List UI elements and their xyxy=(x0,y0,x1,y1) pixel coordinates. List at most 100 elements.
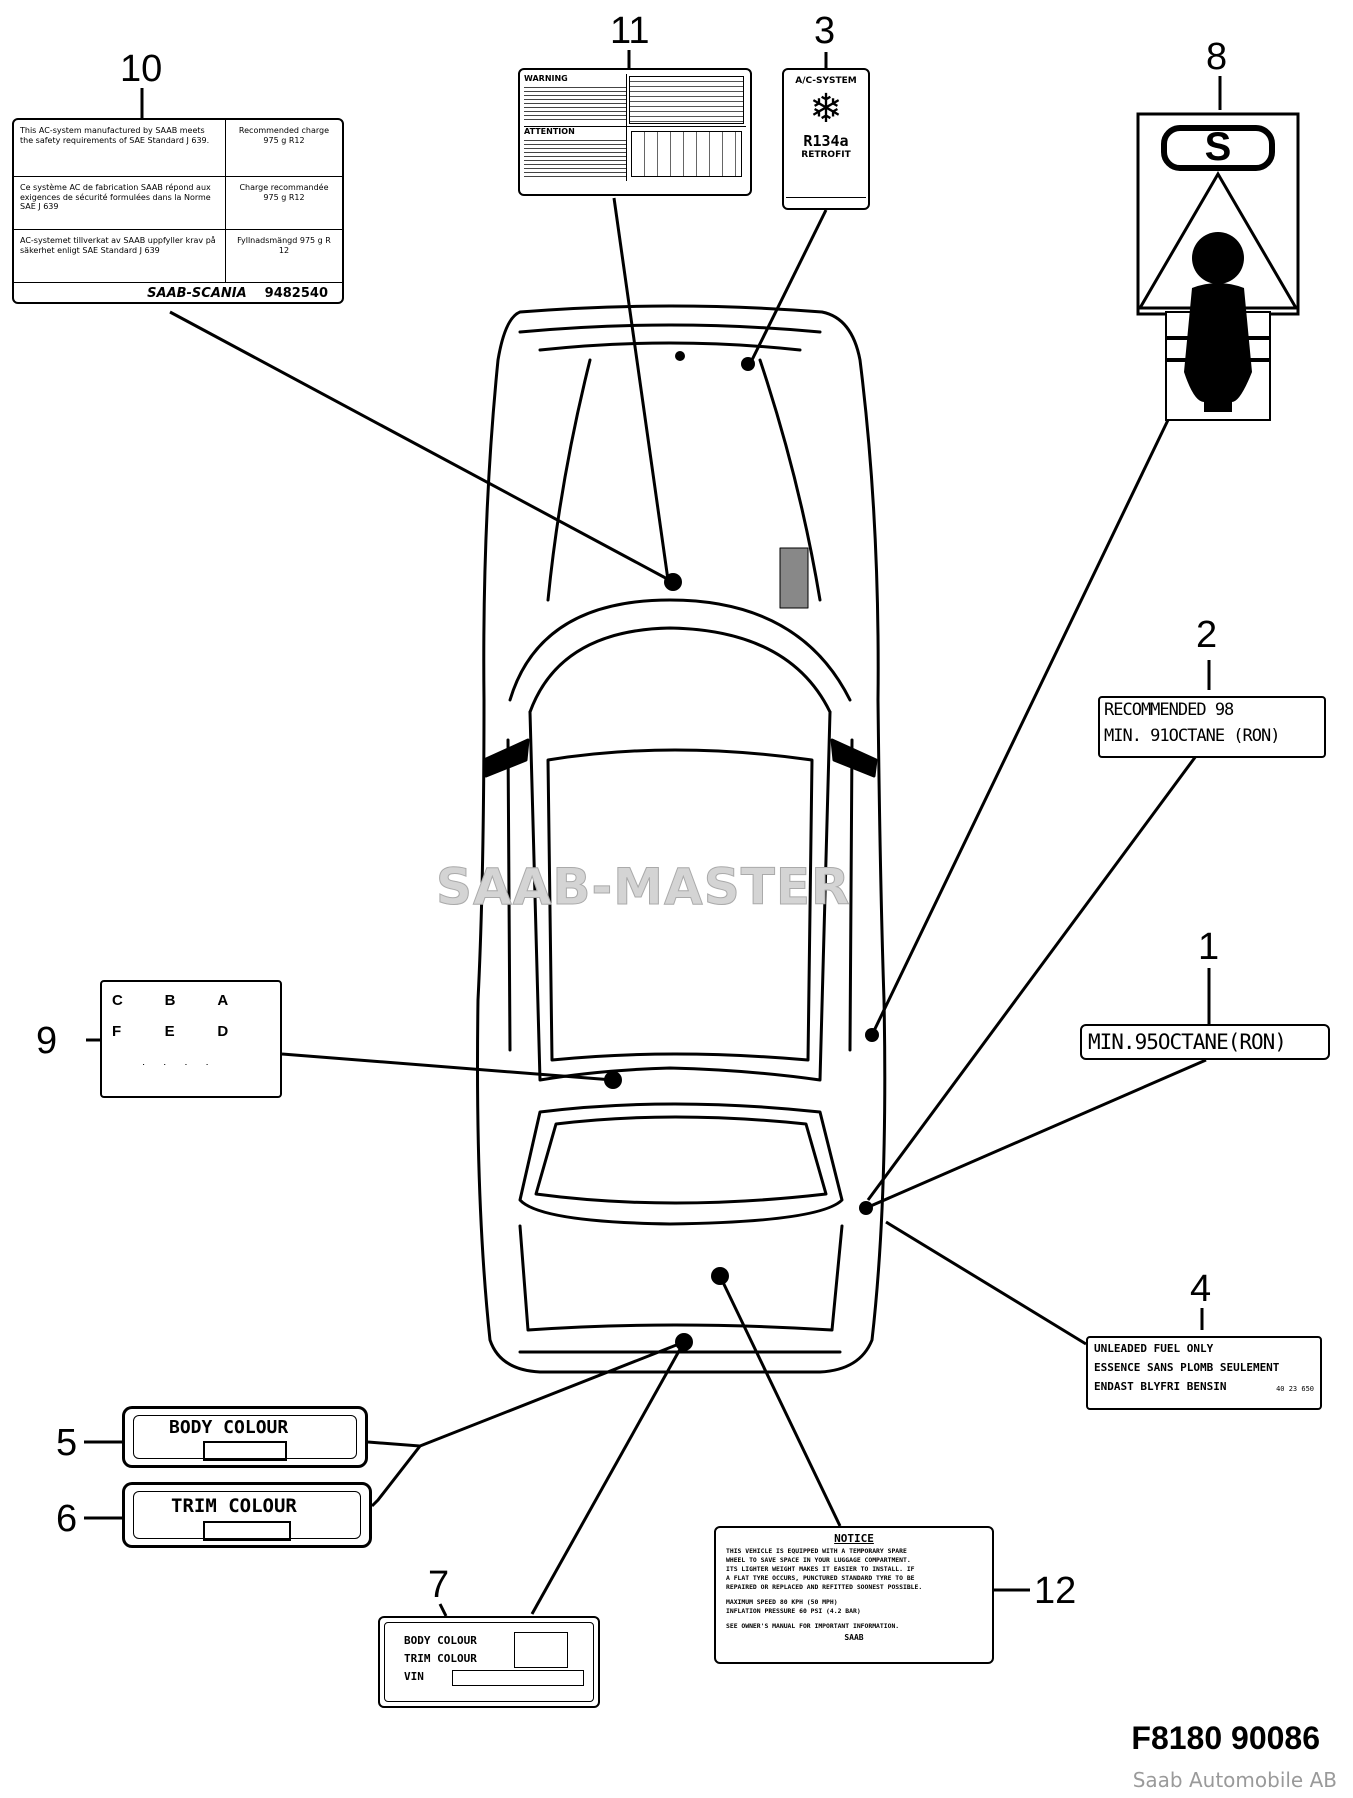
label-4-unleaded-fuel: UNLEADED FUEL ONLY ESSENCE SANS PLOMB SE… xyxy=(1086,1336,1322,1410)
label-3-sub: RETROFIT xyxy=(801,150,851,160)
snowflake-icon: ❄ xyxy=(809,87,843,131)
label-3-title: A/C-SYSTEM xyxy=(795,76,857,86)
figure-code: F8180 90086 xyxy=(1131,1720,1320,1756)
label-11-warning-text xyxy=(524,83,627,120)
label-2-fuel-recommendation: RECOMMENDED 98 MIN. 91OCTANE (RON) xyxy=(1098,696,1326,758)
label-12-line-6: MAXIMUM SPEED 80 KPH (50 MPH) xyxy=(726,1598,838,1606)
watermark: SAAB-MASTER xyxy=(436,858,851,917)
label-9-code-e: E xyxy=(164,1023,175,1040)
leader-11 xyxy=(612,197,670,581)
label-4-part-number: 40 23 650 xyxy=(1276,1385,1314,1393)
label-12-line-2: WHEEL TO SAVE SPACE IN YOUR LUGGAGE COMP… xyxy=(726,1556,911,1564)
label-3-refrigerant: R134a xyxy=(803,132,849,150)
callout-7: 7 xyxy=(428,1564,450,1606)
label-10-row1-right: Recommended charge 975 g R12 xyxy=(238,126,330,145)
label-8-logo: S xyxy=(1205,125,1232,169)
label-12-brand: SAAB xyxy=(844,1633,864,1642)
callout-6: 6 xyxy=(56,1498,78,1540)
label-7-body-colour: BODY COLOUR xyxy=(404,1634,477,1647)
label-10-part-number: 9482540 xyxy=(264,286,328,301)
label-10-ac-system-plate: This AC-system manufactured by SAAB meet… xyxy=(12,118,344,304)
callout-5: 5 xyxy=(56,1422,78,1464)
callout-2: 2 xyxy=(1196,614,1218,656)
label-9-code-d: D xyxy=(217,1023,229,1040)
label-3-ac-retrofit: A/C-SYSTEM ❄ R134a RETROFIT xyxy=(782,68,870,210)
leader-4 xyxy=(885,1220,1087,1346)
label-6-trim-colour: TRIM COLOUR xyxy=(122,1482,372,1548)
label-6-text: TRIM COLOUR xyxy=(171,1495,297,1517)
right-mirror xyxy=(830,738,878,778)
leader-5-6 xyxy=(367,1440,423,1508)
label-6-code-box xyxy=(203,1521,291,1541)
roof-outline xyxy=(528,710,832,1082)
attach-point-11a xyxy=(675,351,685,361)
label-1-min-octane: MIN.95OCTANE(RON) xyxy=(1080,1024,1330,1060)
leader-9 xyxy=(281,1052,614,1082)
label-4-line1: UNLEADED FUEL ONLY xyxy=(1094,1342,1214,1355)
label-9-code-a: A xyxy=(217,992,229,1009)
label-2-line2: MIN. 91OCTANE (RON) xyxy=(1104,726,1280,746)
leader-12 xyxy=(718,1275,842,1527)
label-5-body-colour: BODY COLOUR xyxy=(122,1406,368,1468)
label-9-dots: ⋅⋅⋅⋅ xyxy=(142,1060,227,1071)
label-12-line-5: REPAIRED OR REPLACED AND REFITTED SOONES… xyxy=(726,1583,923,1591)
label-10-row2-left: Ce système AC de fabrication SAAB répond… xyxy=(14,177,226,229)
label-10-row3-left: AC-systemet tillverkat av SAAB uppfyller… xyxy=(14,230,226,282)
label-10-row1-left: This AC-system manufactured by SAAB meet… xyxy=(14,120,226,176)
label-9-code-f: F xyxy=(112,1023,122,1040)
callout-1: 1 xyxy=(1198,926,1220,968)
leader-1 xyxy=(865,1058,1207,1210)
label-5-text: BODY COLOUR xyxy=(169,1417,289,1438)
label-12-line-1: THIS VEHICLE IS EQUIPPED WITH A TEMPORAR… xyxy=(726,1547,907,1555)
label-12-line-8: SEE OWNER'S MANUAL FOR IMPORTANT INFORMA… xyxy=(726,1622,900,1630)
label-12-line-7: INFLATION PRESSURE 60 PSI (4.2 BAR) xyxy=(726,1607,861,1615)
label-4-line3: ENDAST BLYFRI BENSIN xyxy=(1094,1380,1227,1393)
label-7-vin-box xyxy=(452,1670,584,1686)
label-9-code-b: B xyxy=(164,992,176,1009)
rear-window xyxy=(518,1102,844,1226)
child-seat-warning-icon: S xyxy=(1136,112,1300,421)
label-9-paint-code-plate: C B A F E D ⋅⋅⋅⋅ xyxy=(100,980,282,1098)
callout-10: 10 xyxy=(120,48,163,90)
leader-2 xyxy=(866,755,1198,1201)
windscreen xyxy=(508,598,852,702)
label-12-title: NOTICE xyxy=(834,1532,874,1545)
label-7-trim-colour: TRIM COLOUR xyxy=(404,1652,477,1665)
label-11-attention-text xyxy=(524,136,627,177)
label-11-warning-title: WARNING xyxy=(524,74,568,83)
leader-8 xyxy=(870,419,1170,1036)
leader-7 xyxy=(530,1341,686,1615)
label-11-attention-title: ATTENTION xyxy=(524,127,575,136)
callout-3: 3 xyxy=(814,10,836,52)
callout-11: 11 xyxy=(610,10,650,52)
label-12-line-4: A FLAT TYRE OCCURS, PUNCTURED STANDARD T… xyxy=(726,1574,915,1582)
label-8-child-seat-warning: S xyxy=(1136,112,1300,424)
label-10-row2-right: Charge recommandée 975 g R12 xyxy=(239,183,329,202)
callout-4: 4 xyxy=(1190,1268,1212,1310)
label-10-brand: SAAB-SCANIA xyxy=(147,286,247,301)
label-12-line-3: ITS LIGHTER WEIGHT MAKES IT EASIER TO IN… xyxy=(726,1565,915,1573)
callout-8: 8 xyxy=(1206,36,1228,78)
label-1-text: MIN.95OCTANE(RON) xyxy=(1088,1030,1287,1054)
label-7-vin-plate: BODY COLOUR TRIM COLOUR VIN xyxy=(378,1616,600,1708)
copyright-text: Saab Automobile AB xyxy=(1132,1768,1337,1792)
label-10-row3-right: Fyllnadsmängd 975 g R 12 xyxy=(237,236,331,255)
label-12-spare-wheel-notice: NOTICE THIS VEHICLE IS EQUIPPED WITH A T… xyxy=(714,1526,994,1664)
label-4-line2: ESSENCE SANS PLOMB SEULEMENT xyxy=(1094,1361,1280,1374)
label-11-table xyxy=(631,131,742,177)
car-body-outline xyxy=(476,304,887,1374)
leader-10 xyxy=(169,310,674,584)
leader-3 xyxy=(748,209,828,365)
left-mirror xyxy=(482,738,530,778)
label-11-warning-plate: WARNING ATTENTION xyxy=(518,68,752,196)
label-9-code-c: C xyxy=(112,992,123,1009)
label-2-line1: RECOMMENDED 98 xyxy=(1104,700,1234,720)
callout-9: 9 xyxy=(36,1020,58,1062)
label-7-vin: VIN xyxy=(404,1670,424,1683)
callout-12: 12 xyxy=(1034,1570,1077,1612)
label-7-code-box xyxy=(514,1632,568,1668)
label-5-code-box xyxy=(203,1441,287,1461)
label-11-warning-box xyxy=(629,76,744,124)
